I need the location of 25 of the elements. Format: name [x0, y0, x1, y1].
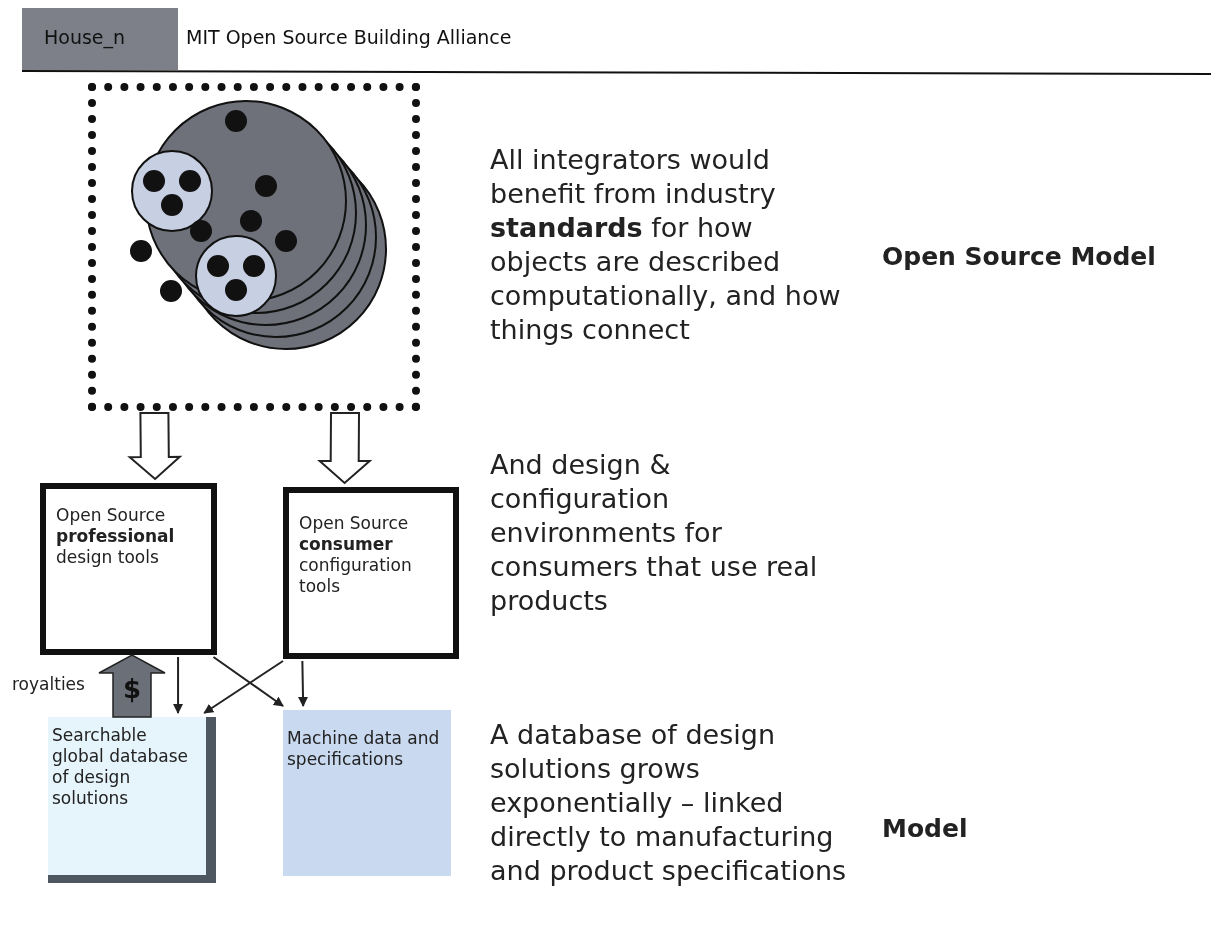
box-text: Open Source consumer configuration tools — [299, 513, 413, 597]
disc-stack-frame — [88, 83, 420, 411]
model-label: Open Source Model — [882, 241, 1157, 273]
tool-box — [283, 487, 459, 659]
description-text: A database of design solutions grows exponentially – linked directly to manufacturing and product specifications — [490, 718, 848, 888]
block-arrow — [98, 654, 166, 718]
data-box — [283, 710, 451, 876]
box-text: Searchable global database of design solutions — [52, 725, 190, 809]
box-text: Open Source professional design tools — [56, 505, 176, 568]
database-box — [48, 717, 216, 883]
block-arrow — [317, 411, 373, 485]
dollar-icon: $ — [122, 674, 142, 704]
arrow — [203, 660, 284, 714]
description-text: And design & configuration environments for consumers that use real products — [490, 448, 819, 618]
model-label: Model — [882, 813, 969, 845]
description-text: All integrators would benefit from industry standards for how objects are described computationally, and how things connect — [490, 143, 842, 347]
page-title: MIT Open Source Building Alliance — [186, 26, 512, 48]
box-text: Machine data and specifications — [287, 728, 441, 770]
arrow — [212, 656, 284, 707]
block-arrow — [127, 411, 183, 481]
arrow — [173, 656, 184, 714]
tool-box — [40, 483, 217, 655]
arrow — [298, 660, 308, 707]
edge-label: royalties — [12, 674, 85, 694]
header-label: House_n — [44, 26, 126, 48]
